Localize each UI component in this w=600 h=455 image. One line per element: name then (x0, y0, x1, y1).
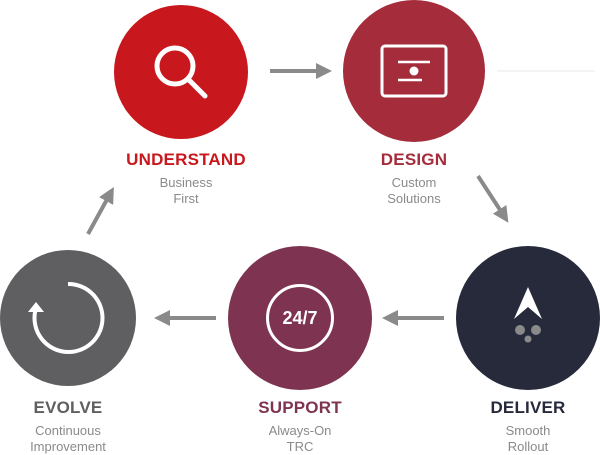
step-title: EVOLVE (33, 398, 103, 417)
browser-window-icon (380, 44, 448, 98)
arrow-design-deliver (476, 174, 509, 223)
rocket-icon (514, 287, 542, 343)
step-understand-circle (114, 5, 248, 139)
step-title: SUPPORT (258, 398, 342, 417)
24-7-icon: 24/7 (266, 284, 334, 352)
step-title: DESIGN (380, 150, 448, 169)
step-title: DELIVER (490, 398, 566, 417)
step-evolve-circle (0, 250, 136, 386)
step-design-circle (343, 0, 485, 142)
search-icon (154, 45, 208, 99)
step-support-circle: 24/7 (228, 246, 372, 390)
step-title: UNDERSTAND (126, 150, 246, 169)
step-deliver-circle (456, 246, 600, 390)
refresh-cycle-icon (28, 281, 105, 354)
arrow-evolve-understand (86, 186, 114, 235)
